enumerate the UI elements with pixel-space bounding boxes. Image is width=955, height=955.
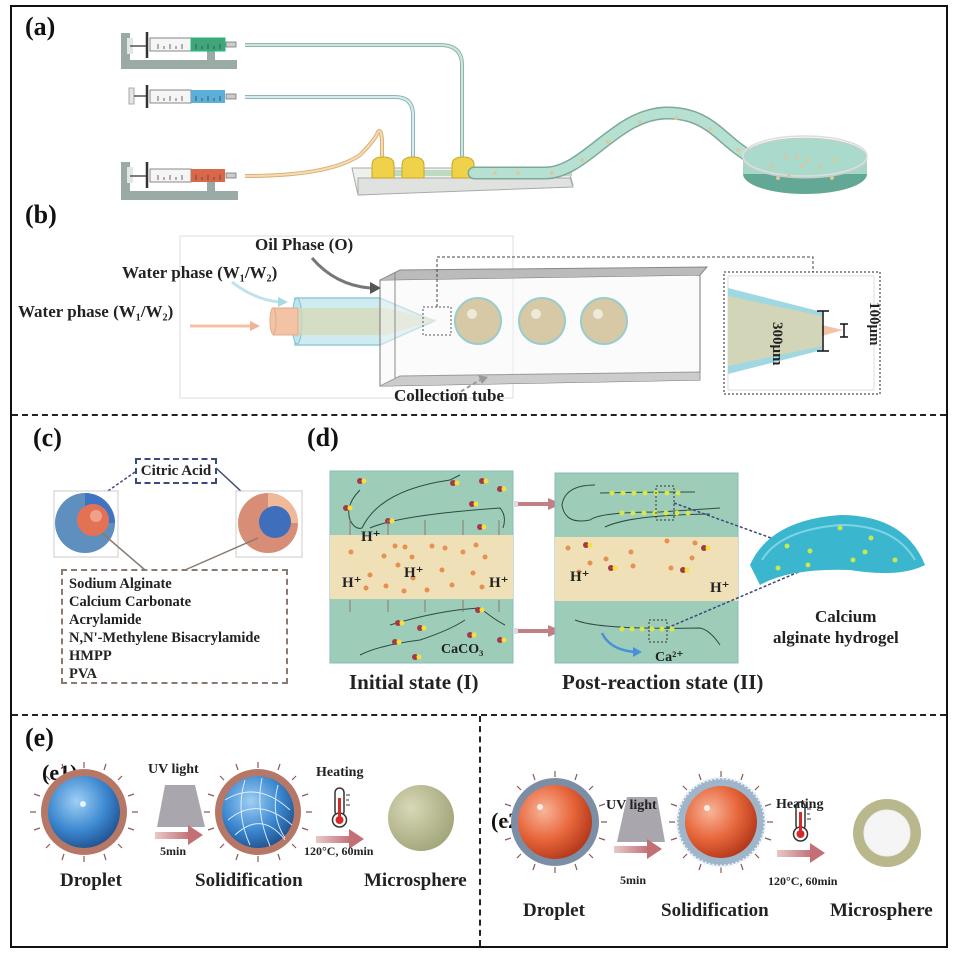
panel-a-label: (a) <box>25 12 56 41</box>
tube-green <box>245 43 464 165</box>
e2-solidification-label: Solidification <box>661 900 769 921</box>
arrow-right-icon <box>810 843 825 863</box>
panel-e-label: (e) <box>25 723 54 752</box>
hydrogel-label-line2: alginate hydrogel <box>773 628 899 647</box>
ingredients-list: Sodium Alginate Calcium Carbonate Acryla… <box>61 569 288 684</box>
connector <box>371 156 475 179</box>
citric-acid-label: Citric Acid <box>135 458 217 484</box>
arrow-right-icon <box>349 829 364 849</box>
core-shell-models <box>53 467 303 571</box>
e2-uv-light-label: UV light <box>606 798 657 813</box>
h-plus-label: H⁺ <box>361 529 381 545</box>
ingredient-item: HMPP <box>69 648 112 664</box>
e1-microsphere-label: Microsphere <box>364 870 467 891</box>
water-phase-inner-label: Water phase (W₁/W₂) <box>18 302 174 321</box>
uv-lamp-icon <box>157 785 205 827</box>
arrow-right-icon <box>188 825 203 845</box>
e2-uv-time-label: 5min <box>620 873 647 887</box>
ca2-plus-label: Ca²⁺ <box>655 650 684 665</box>
post-reaction-panel <box>554 472 739 664</box>
syringe-pump-orange <box>121 162 238 200</box>
e2-process-diagram <box>503 771 921 873</box>
caco3-label: CaCO₃ <box>441 642 484 657</box>
initial-state-label: Initial state (I) <box>349 670 479 694</box>
e1-process-diagram <box>30 762 454 862</box>
e1-heating-label: Heating <box>316 765 364 780</box>
hydrogel-label-line1: Calcium <box>815 607 877 626</box>
panel-c-label: (c) <box>33 423 62 452</box>
ingredient-item: PVA <box>69 666 97 682</box>
h-plus-label: H⁺ <box>710 580 730 596</box>
panel-b-label: (b) <box>25 200 57 229</box>
e1-uv-light-label: UV light <box>148 762 199 777</box>
h-plus-label: H⁺ <box>404 565 424 581</box>
uv-lamp-icon <box>617 797 665 842</box>
ingredient-item: N,N'-Methylene Bisacrylamide <box>69 630 260 646</box>
solidified-droplet-e2 <box>669 771 773 873</box>
e2-droplet-label: Droplet <box>523 900 585 921</box>
h-plus-label: H⁺ <box>342 575 362 591</box>
dimension-300um: 300μm <box>769 322 785 366</box>
microsphere-solid <box>388 785 454 851</box>
e1-heat-condition-label: 120°C, 60min <box>304 844 374 858</box>
ingredient-item: Acrylamide <box>69 612 142 628</box>
solidified-droplet-e1 <box>204 762 312 862</box>
ingredient-item: Calcium Carbonate <box>69 594 192 610</box>
calcium-alginate-hydrogel <box>750 515 925 585</box>
droplet-e1 <box>30 762 138 862</box>
ingredient-item: Sodium Alginate <box>69 576 172 592</box>
droplet-particles <box>454 297 628 345</box>
syringe-pump-green <box>121 32 237 69</box>
thermometer-icon <box>792 801 811 842</box>
tube-blue <box>245 95 415 165</box>
syringe-pump-setup <box>121 32 868 200</box>
oil-phase-label: Oil Phase (O) <box>255 235 354 254</box>
divider-de <box>12 714 946 716</box>
petri-dish <box>742 135 868 194</box>
droplet-e2 <box>503 771 607 873</box>
arrow-right-icon <box>647 839 662 859</box>
thermometer-icon <box>331 787 350 828</box>
initial-state-panel <box>329 470 514 664</box>
divider-bc <box>12 414 946 416</box>
collection-tube-label: Collection tube <box>394 386 505 405</box>
dimension-100um: 100μm <box>866 302 882 346</box>
divider-e1-e2 <box>479 716 481 946</box>
h-plus-label: H⁺ <box>489 575 509 591</box>
e2-microsphere-label: Microsphere <box>830 900 933 921</box>
e1-droplet-label: Droplet <box>60 870 122 891</box>
e2-heating-label: Heating <box>776 797 824 812</box>
post-reaction-state-label: Post-reaction state (II) <box>562 670 764 694</box>
alginate-reaction-diagram <box>329 470 925 664</box>
figure-frame <box>10 5 948 948</box>
syringe-blue <box>128 85 237 108</box>
e1-uv-time-label: 5min <box>160 844 187 858</box>
co-flow-device-diagram <box>179 235 881 399</box>
panel-d-label: (d) <box>307 423 339 452</box>
microsphere-hollow <box>853 799 921 867</box>
e2-heat-condition-label: 120°C, 60min <box>768 874 838 888</box>
e1-solidification-label: Solidification <box>195 870 303 891</box>
water-phase-outer-label: Water phase (W₁/W₂) <box>122 263 278 282</box>
h-plus-label: H⁺ <box>570 569 590 585</box>
